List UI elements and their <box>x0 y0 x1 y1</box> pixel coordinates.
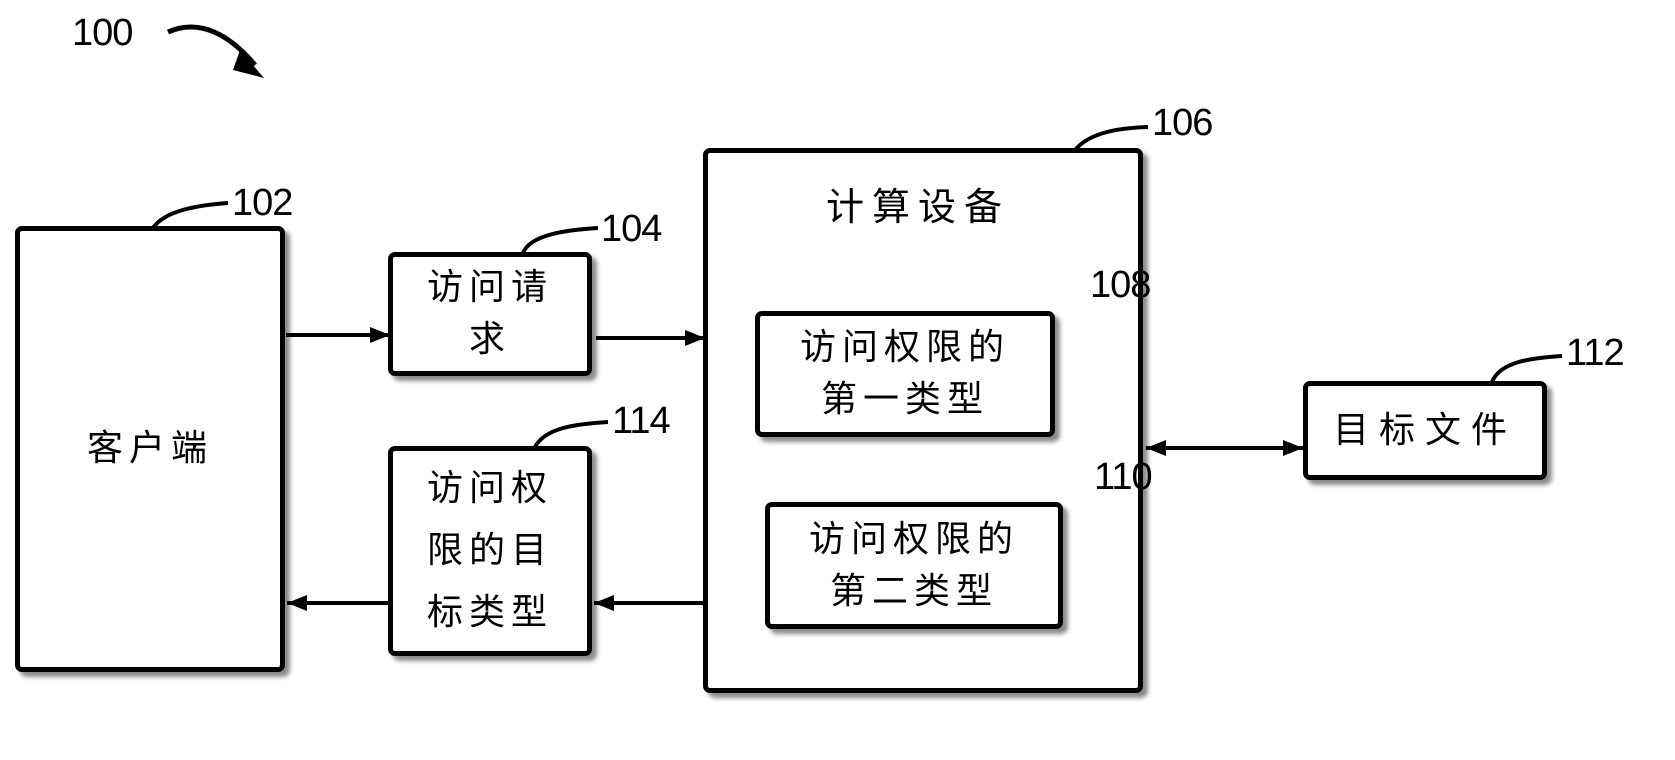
target-type-label: 访问权 限的目 标类型 <box>427 458 553 644</box>
client-label: 客户端 <box>87 423 213 475</box>
first-type-ref: 108 <box>1090 266 1150 304</box>
client-box[interactable]: 客户端 <box>15 226 285 672</box>
target-file-label: 目标文件 <box>1333 405 1517 457</box>
computing-device-ref: 106 <box>1152 104 1212 142</box>
target-type-ref: 114 <box>612 402 670 440</box>
second-type-ref: 110 <box>1094 458 1152 496</box>
leader-line-106 <box>1075 127 1148 150</box>
computing-device-label: 计算设备 <box>826 176 1010 231</box>
figure-ref-label: 100 <box>72 14 132 52</box>
access-request-label: 访问请 求 <box>427 262 553 366</box>
target-file-box[interactable]: 目标文件 <box>1303 381 1547 480</box>
first-type-label: 访问权限的 第一类型 <box>800 322 1010 426</box>
access-request-box[interactable]: 访问请 求 <box>388 252 592 376</box>
target-file-ref: 112 <box>1566 334 1624 372</box>
leader-line-104 <box>523 228 598 253</box>
second-type-box[interactable]: 访问权限的 第二类型 <box>765 502 1063 629</box>
first-type-box[interactable]: 访问权限的 第一类型 <box>755 311 1055 437</box>
target-type-box[interactable]: 访问权 限的目 标类型 <box>388 446 592 656</box>
leader-line-102 <box>153 203 228 228</box>
access-request-ref: 104 <box>601 210 661 248</box>
second-type-label: 访问权限的 第二类型 <box>809 514 1019 618</box>
leader-line-112 <box>1492 356 1562 382</box>
leader-line-114 <box>535 422 608 447</box>
client-ref: 102 <box>232 184 292 222</box>
